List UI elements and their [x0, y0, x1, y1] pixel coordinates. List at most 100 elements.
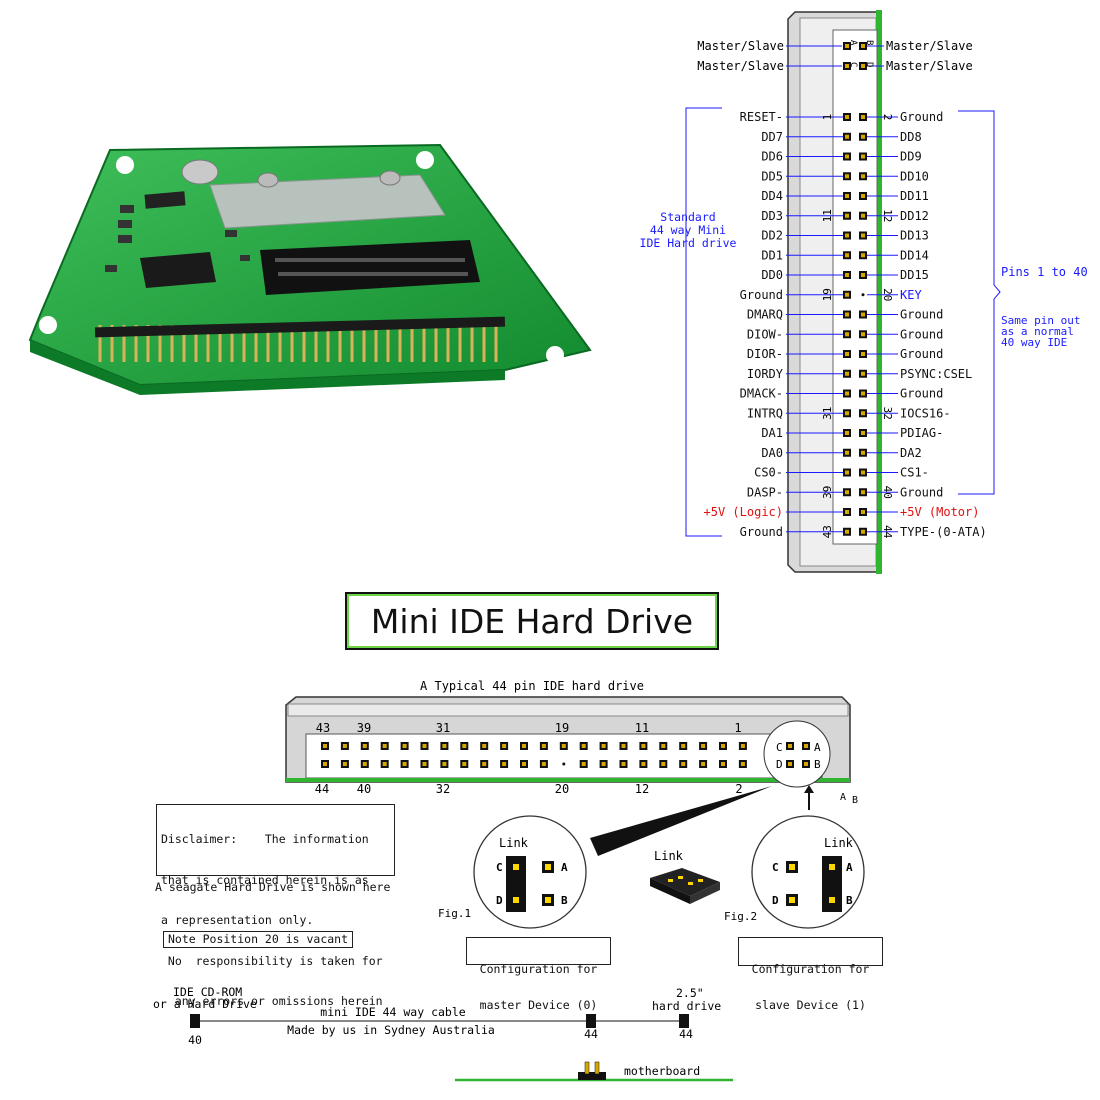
pin-core	[845, 332, 849, 337]
pin-label-left: DD6	[761, 150, 783, 164]
link-block-top	[650, 868, 720, 896]
fig-letter: D	[496, 894, 503, 907]
jumper-pin-core	[788, 762, 792, 766]
pin-number: 32	[881, 407, 894, 420]
connector-caption: A Typical 44 pin IDE hard drive	[420, 679, 644, 693]
pin-core	[861, 371, 865, 376]
pin-core	[661, 762, 666, 766]
fig-letter: D	[772, 894, 779, 907]
disclaimer-box: Disclaimer: The information that is cont…	[156, 804, 395, 1008]
pin-core	[362, 762, 367, 766]
fig2-link-label: Link	[824, 836, 854, 850]
adapter-board-photo	[28, 143, 592, 395]
pin-core	[861, 431, 865, 435]
pin-core	[721, 762, 725, 766]
pin-label-left: DA0	[761, 446, 783, 460]
pin-core	[861, 273, 865, 277]
pin-label-left: IORDY	[747, 367, 784, 381]
pin-core	[861, 391, 865, 396]
pin-label-right: DD8	[900, 130, 922, 144]
fig1-link-label: Link	[499, 836, 529, 850]
key-position	[562, 762, 566, 766]
pin-label-left: DD4	[761, 189, 783, 203]
pin-core	[402, 744, 407, 748]
jumper-circle	[763, 720, 831, 788]
link-contact	[688, 882, 693, 885]
pin-core	[845, 213, 849, 218]
pin-label-left: DD7	[761, 130, 783, 144]
fig-letter: C	[496, 861, 503, 874]
pin-core	[323, 762, 327, 766]
pin-core	[402, 762, 407, 766]
fig-letter: A	[846, 861, 853, 874]
pin-label-left: +5V (Logic)	[704, 505, 783, 519]
pin-core	[861, 194, 865, 198]
pin-core	[721, 744, 725, 748]
pin-field	[832, 29, 878, 545]
pin-number: 20	[555, 782, 569, 796]
pin-core	[845, 431, 849, 435]
pin-label-right: TYPE-(0-ATA)	[900, 525, 987, 539]
disclaimer-line: a representation only.	[161, 913, 314, 927]
cable-name: mini IDE 44 way cable	[320, 1005, 465, 1019]
pin-number: 31	[436, 721, 450, 735]
pin-core	[462, 744, 467, 748]
pin-number: 1	[821, 114, 834, 121]
cable-connector	[190, 1014, 200, 1028]
fig-pin-core	[513, 864, 519, 870]
pin-label-left: RESET-	[740, 110, 783, 124]
pin-number: 2	[881, 114, 894, 121]
cable-connector	[586, 1014, 596, 1028]
key-position	[861, 293, 865, 297]
pin-number: 19	[555, 721, 569, 735]
cable-number: 40	[188, 1033, 202, 1047]
pin-core	[462, 762, 467, 766]
pin-core	[845, 115, 849, 119]
pin-label-left: CS0-	[754, 466, 783, 480]
fig1-label: Fig.1	[438, 907, 471, 920]
pin-core	[323, 744, 327, 748]
link-contact	[698, 879, 703, 882]
pin-core	[581, 744, 586, 748]
pin-core	[861, 352, 865, 356]
pin-core	[861, 213, 865, 218]
fig1-caption: Configuration for master Device (0)	[466, 937, 611, 1011]
pin-core	[861, 174, 865, 179]
pin-core	[845, 174, 849, 179]
jumper-pin-core	[804, 744, 808, 748]
pin-number: 11	[821, 209, 834, 222]
pin-number: 11	[635, 721, 649, 735]
fig-pin-core	[789, 864, 795, 870]
pin-core	[442, 744, 447, 748]
pin-label-right: Ground	[900, 110, 943, 124]
cable-right-label: 2.5"	[676, 986, 704, 1000]
pin-core	[861, 411, 865, 416]
pin-label-left: DIOR-	[747, 347, 783, 361]
header-pin	[594, 1061, 600, 1075]
cable-number: 44	[584, 1027, 598, 1041]
pin-core	[845, 233, 849, 238]
pin-core	[621, 762, 626, 766]
pin-core	[502, 762, 507, 766]
pin-label-left: DMARQ	[747, 308, 783, 322]
pin-label-left: Ground	[740, 288, 783, 302]
pin-number: 44	[315, 782, 329, 796]
pin-label-left: DD5	[761, 169, 783, 183]
pin-label-left: INTRQ	[747, 406, 783, 420]
ab-label: B	[852, 795, 858, 806]
pin-core	[845, 391, 849, 396]
pointer-arrow-head	[804, 785, 814, 793]
fig-letter: A	[561, 861, 568, 874]
pin-core	[641, 762, 646, 766]
pin-core	[740, 762, 745, 766]
link-block-front	[690, 882, 720, 904]
pin-core	[845, 529, 849, 534]
pin-core	[845, 194, 849, 198]
cable-left-label: IDE CD-ROM	[173, 985, 242, 999]
pin-core	[861, 470, 865, 475]
pin-label-right: Ground	[900, 347, 943, 361]
pin-core	[701, 762, 706, 766]
fig-pin-core	[545, 897, 551, 903]
pin-core	[621, 744, 626, 748]
pin-number: 12	[881, 209, 894, 222]
